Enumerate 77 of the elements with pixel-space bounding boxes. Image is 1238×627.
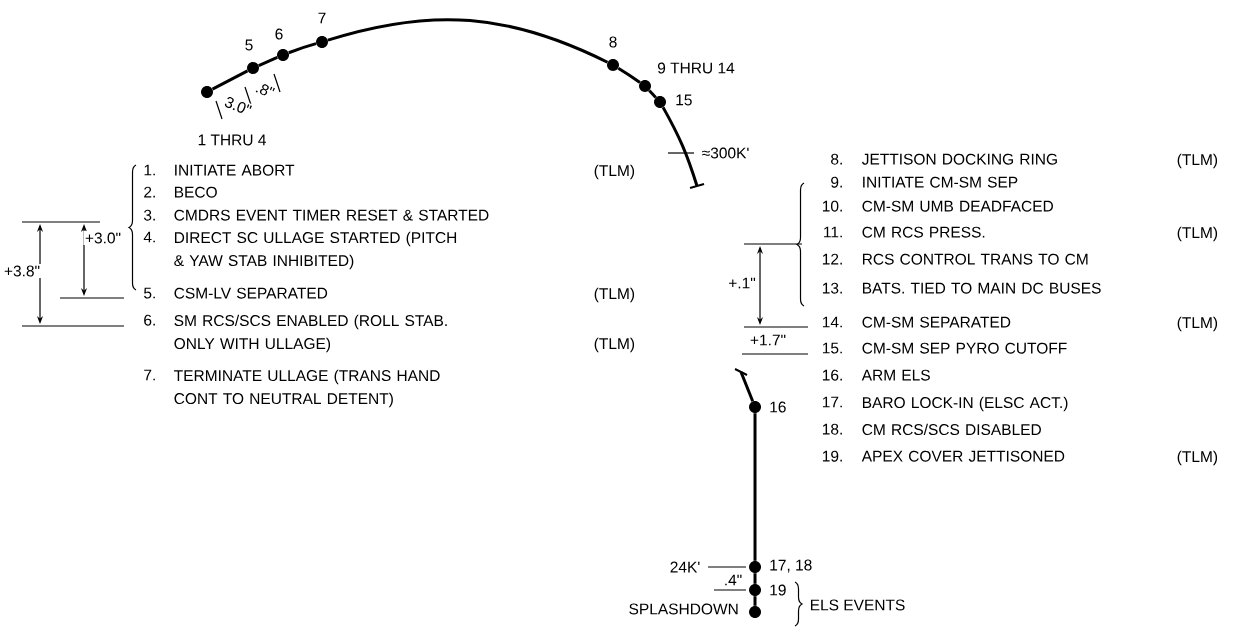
event-label: 6 — [275, 28, 283, 40]
event-label: 1 THRU 4 — [198, 134, 266, 146]
event-label: 15 — [676, 94, 692, 106]
trajectory-line — [753, 596, 757, 606]
event-number: 5. — [144, 287, 155, 299]
dimension-label: .8" — [252, 79, 278, 101]
event-label: 8 — [609, 36, 617, 48]
trajectory-line — [327, 18, 609, 64]
event-number: 13. — [822, 282, 842, 294]
event-number: 19. — [822, 450, 842, 462]
trajectory-line — [753, 573, 757, 584]
event-number: 12. — [822, 253, 842, 265]
trajectory-line — [258, 56, 278, 67]
dimension-label: 3.0" — [221, 93, 255, 119]
event-text: RCS CONTROL TRANS TO CM — [863, 253, 1088, 265]
trajectory-line — [648, 89, 657, 99]
event-label: 16 — [770, 401, 786, 413]
trajectory-line — [661, 106, 699, 187]
event-number: 14. — [822, 316, 842, 328]
event-number: 18. — [822, 423, 842, 435]
event-label: 9 THRU 14 — [657, 62, 735, 74]
event-text: CM-SM SEP PYRO CUTOFF — [862, 342, 1067, 354]
trajectory-line — [211, 69, 249, 91]
event-number: 15. — [822, 342, 842, 354]
event-number: 7. — [144, 369, 155, 381]
telemetry-note: (TLM) — [1177, 153, 1218, 169]
telemetry-note: (TLM) — [1177, 316, 1218, 332]
telemetry-note: (TLM) — [594, 287, 635, 303]
dimension-label: +1.7" — [748, 333, 788, 347]
event-text: JETTISON DOCKING RING — [861, 153, 1057, 165]
event-number: 9. — [831, 176, 842, 188]
event-number: 8. — [831, 153, 842, 165]
event-text: BATS. TIED TO MAIN DC BUSES — [863, 282, 1101, 294]
event-text: CM-SM SEPARATED — [862, 316, 1011, 328]
trajectory-line — [739, 371, 755, 402]
event-label: 7 — [318, 12, 326, 24]
altitude-label: ≈300K' — [702, 147, 749, 159]
dimension-label: .4" — [722, 573, 744, 587]
event-number: 3. — [143, 209, 155, 221]
event-text: DIRECT SC ULLAGE STARTED (PITCH & YAW STAB INHIBITED) — [174, 231, 457, 270]
event-text: ARM ELS — [861, 369, 930, 381]
event-number: 6. — [144, 314, 155, 326]
event-number: 17. — [822, 396, 842, 408]
event-text: CSM-LV SEPARATED — [174, 287, 328, 299]
event-number: 16. — [822, 369, 842, 381]
telemetry-note: (TLM) — [594, 164, 635, 180]
event-number: 4. — [143, 231, 155, 243]
dimension-label: +3.0" — [83, 231, 123, 245]
event-text: INITIATE CM-SM SEP — [863, 176, 1018, 188]
event-number: 1. — [144, 164, 155, 176]
telemetry-note: (TLM) — [1177, 450, 1218, 466]
event-text: BARO LOCK-IN (ELSC ACT.) — [863, 396, 1068, 412]
event-label: SPLASHDOWN — [629, 603, 738, 615]
event-number: 11. — [824, 226, 842, 238]
event-label: 5 — [245, 39, 253, 51]
trajectory-line — [288, 42, 317, 55]
telemetry-note: (TLM) — [1177, 226, 1218, 242]
event-text: CM RCS PRESS. — [862, 226, 985, 238]
event-number: 10. — [822, 200, 842, 212]
event-label: 17, 18 — [770, 559, 812, 573]
telemetry-note: (TLM) — [594, 337, 635, 353]
event-text: BECO — [175, 186, 217, 198]
event-text: CM RCS/SCS DISABLED — [862, 423, 1041, 436]
event-text: INITIATE ABORT — [175, 164, 295, 176]
group-label: ELS EVENTS — [811, 599, 905, 611]
event-text: TERMINATE ULLAGE (TRANS HAND CONT TO NEUTRAL DETENT) — [174, 369, 440, 408]
event-label: 19 — [770, 584, 786, 596]
event-number: 2. — [144, 186, 155, 198]
event-text: CMDRS EVENT TIMER RESET & STARTED — [174, 209, 489, 221]
dimension-label: +.1" — [726, 276, 758, 290]
trajectory-line — [617, 66, 641, 84]
trajectory-line — [753, 413, 757, 561]
event-text: APEX COVER JETTISONED — [861, 450, 1065, 462]
event-text: SM RCS/SCS ENABLED (ROLL STAB. ONLY WITH ULLAGE) — [174, 314, 447, 353]
altitude-label: 24K' — [670, 561, 700, 573]
dimension-label: +3.8" — [2, 264, 42, 278]
event-text: CM-SM UMB DEADFACED — [862, 200, 1053, 212]
